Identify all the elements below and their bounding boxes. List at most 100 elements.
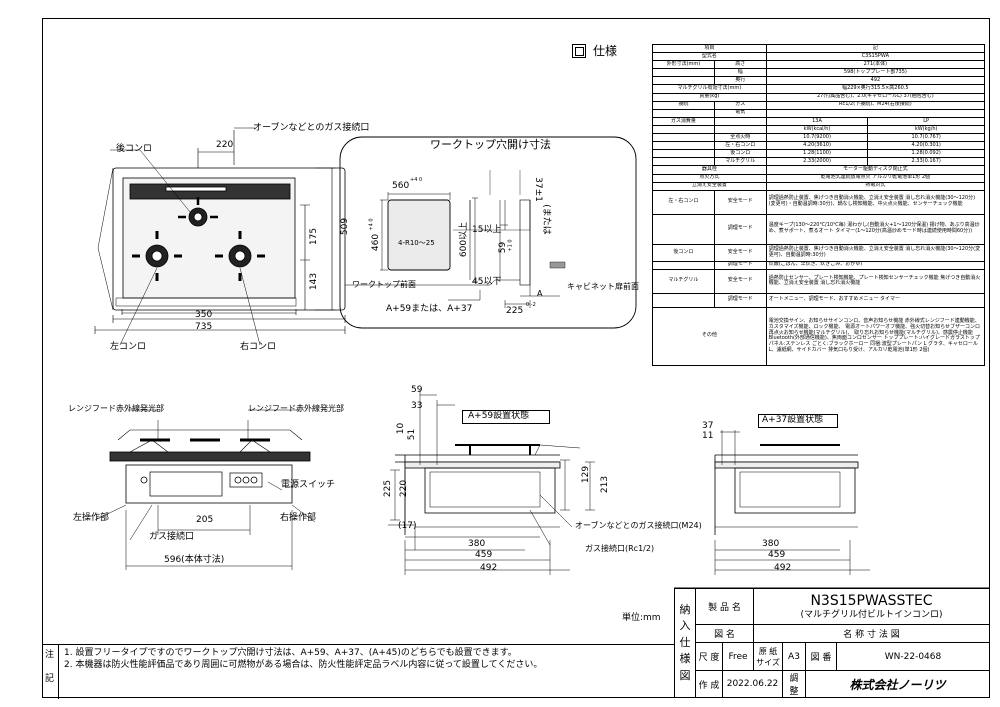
spec-cell: 温度キープ(130〜220℃/10℃毎) 湯わかし(自動消火+1〜120分保温)…	[765, 213, 986, 245]
spec-cell: 熱電対式	[765, 181, 986, 191]
a59-d17: (17)	[398, 521, 417, 531]
cutout-title: ワークトップ穴開け寸法	[430, 138, 551, 151]
a59-d225: 225	[383, 479, 394, 498]
product-model: N3S15PWASSTEC (マルチグリル付ビルトインコンロ)	[753, 588, 990, 625]
cutout-front45: 45以下	[472, 277, 502, 287]
label-gas-port-front: ガス接続口	[149, 532, 195, 542]
a59-gas-m24: オーブンなどとのガス接続口(M24)	[575, 521, 702, 530]
spec-row: 左・右コンロ安全モード調理過熱防止装置、焦げつき自動消火機能、立消え安全装置 消…	[652, 189, 986, 215]
a59-d220: 220	[399, 479, 410, 498]
dim-143: 143	[309, 272, 320, 291]
cutout-depth600: 600以上	[459, 221, 470, 258]
burner-left	[132, 231, 182, 281]
spec-icon	[572, 44, 586, 58]
front-view	[94, 409, 316, 570]
dim-220: 220	[216, 140, 234, 150]
cutout-h460-tol: +4 0	[368, 218, 375, 231]
a59-d213: 213	[600, 475, 611, 494]
a59-gas-rc: ガス接続口(Rc1/2)	[585, 544, 655, 553]
note-1: 1. 設置フリータイプですのでワークトップ穴開け寸法は、A+59、A+37、(A…	[64, 648, 517, 658]
spec-cell: 調理モード	[713, 213, 767, 245]
a59-d492: 492	[480, 563, 498, 573]
label-power-switch: 電源スイッチ	[281, 480, 336, 490]
drawing-no-label: 図 番	[805, 642, 837, 671]
label-left-burner: 左コンロ	[110, 342, 147, 352]
notes-label-2: 記	[45, 674, 55, 684]
cutout-h460: 460	[371, 233, 382, 252]
side-a37-title: A+37設置状態	[762, 415, 824, 425]
dim-596: 596(本体寸法)	[164, 555, 225, 565]
drawing-frame	[42, 18, 990, 698]
cutout-w560: 560	[392, 181, 410, 191]
top-view	[94, 127, 346, 346]
side-view-a37	[714, 430, 870, 575]
spec-row: 調理モードオートメニュー、調理モード、おすすめメニュー タイマー	[652, 292, 986, 308]
cutout-worktop-front: ワークトップ前面	[352, 280, 416, 289]
cutout-label-a: A	[537, 289, 543, 298]
label-back-burner: 後コンロ	[116, 144, 153, 154]
cutout-radius: 4-R10〜25	[398, 239, 435, 247]
drawing-no: WN-22-0468	[836, 642, 990, 671]
side-a59-title: A+59設置状態	[468, 411, 530, 421]
cutout-side-note: (または	[540, 204, 551, 235]
a37-d11: 11	[702, 431, 714, 441]
label-left-panel: 左操作部	[73, 513, 110, 523]
title-block: 納入仕様図 製 品 名 N3S15PWASSTEC (マルチグリル付ビルトインコ…	[674, 588, 990, 698]
a59-d59: 59	[411, 385, 423, 395]
scale-label: 尺 度	[695, 642, 723, 671]
cutout-w560-tol: +4 0	[410, 177, 423, 183]
burner-back	[188, 207, 208, 227]
label-gas-port-top: オーブンなどとのガス接続口	[253, 123, 370, 133]
side-a59-title-box	[462, 410, 550, 424]
created-label: 作 成	[695, 670, 723, 698]
dim-509: 509	[340, 217, 351, 236]
cutout-depth59-tol: +1 0	[507, 239, 514, 252]
burner-right	[215, 231, 265, 281]
side-view-a59	[388, 390, 595, 575]
unit-label: 単位:mm	[622, 613, 661, 623]
product-name-label: 製 品 名	[695, 588, 754, 625]
dim-735: 735	[195, 322, 213, 332]
spec-cell: 調理過熱防止装置、焦げつき自動消火機能、立消え安全装置 消し忘れ消火機能(30〜…	[765, 189, 986, 215]
cutout-225-tol: 0 -2	[526, 302, 536, 308]
a37-d37: 37	[702, 421, 714, 431]
created-date: 2022.06.22	[722, 670, 783, 698]
spec-row: 調理モード炊飯(ごはん、早炊き、炊きこみ、おかゆ)	[652, 260, 986, 270]
spec-row: マルチグリル安全モード過熱防止センサー、プレート検知機能、プレート検知センサーチ…	[652, 268, 986, 294]
check-label: 調 整	[782, 670, 806, 698]
scale-value: Free	[722, 642, 754, 671]
spec-title: 仕様	[593, 44, 618, 58]
dim-175: 175	[309, 227, 320, 246]
a59-d459: 459	[475, 550, 493, 560]
a37-d380: 380	[762, 539, 780, 549]
spec-cell: その他	[652, 306, 767, 366]
a59-d380: 380	[468, 539, 486, 549]
cutout-view	[339, 136, 637, 329]
spec-row: その他電池交換サイン、お知らせサインコンロ、音声お知らせ機能 赤外線式レンジフー…	[652, 306, 986, 366]
dim-205: 205	[196, 515, 214, 525]
a37-d492: 492	[774, 563, 792, 573]
a59-d33: 33	[411, 401, 423, 411]
note-2: 2. 本機器は防火性能評価品であり周囲に可燃物がある場合は、防火性能評定品ラベル…	[64, 660, 543, 670]
notes-box: 注 記 1. 設置フリータイプですのでワークトップ穴開け寸法は、A+59、A+3…	[42, 644, 674, 699]
title-side-chars: 納入仕様図	[674, 588, 696, 698]
cutout-225: 225	[506, 306, 524, 316]
cutout-side37: 37±1	[532, 177, 543, 202]
side-a37-title-box	[758, 414, 838, 428]
label-hood-left: レンジフード赤外線発光部	[68, 404, 164, 413]
company-logo: 株式会社ノーリツ	[805, 670, 990, 698]
a37-d459: 459	[768, 550, 786, 560]
paper-size-label: 原 紙 サイズ	[753, 642, 783, 671]
spec-row: 後コンロ安全モード調理過熱防止装置、焦げつき自動消火機能、立消え安全装置 消し忘…	[652, 243, 986, 262]
cutout-front15: 15以上	[472, 225, 502, 235]
spec-cell: 炊飯(ごはん、早炊き、炊きこみ、おかゆ)	[765, 260, 986, 270]
cutout-cabinet-front: キャビネット扉前面	[567, 282, 639, 291]
cutout-formula: A+59または、A+37	[386, 304, 473, 314]
dim-350: 350	[195, 310, 213, 320]
a59-d10: 10	[396, 422, 407, 435]
paper-size: A3	[782, 642, 806, 671]
a59-d129: 129	[581, 465, 592, 484]
spec-cell: 電池交換サイン、お知らせサインコンロ、音声お知らせ機能 赤外線式レンジフード連動…	[765, 306, 986, 366]
spec-row: 立消え安全装置熱電対式	[652, 181, 986, 191]
